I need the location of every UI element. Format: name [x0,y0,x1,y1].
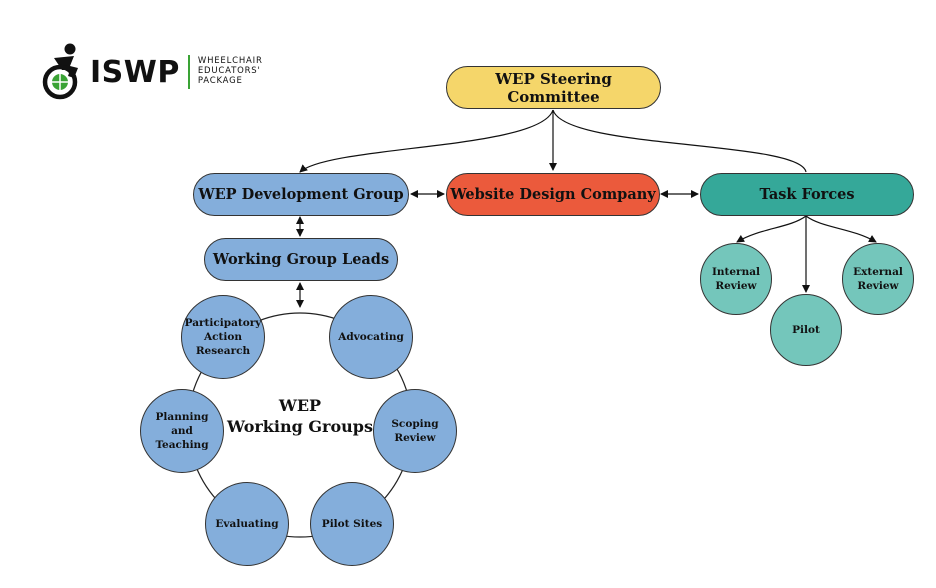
external-review-node: External Review [842,243,914,315]
task-forces-node: Task Forces [700,173,914,216]
scoping-review-node: Scoping Review [373,389,457,473]
steering-committee-node: WEP Steering Committee [446,66,661,109]
working-groups-center-label: WEP Working Groups [227,396,373,436]
logo-wordmark: ISWP [90,54,180,90]
advocating-node: Advocating [329,295,413,379]
internal-review-node: Internal Review [700,243,772,315]
logo-tagline: WHEELCHAIR EDUCATORS' PACKAGE [197,56,263,86]
evaluating-node: Evaluating [205,482,289,566]
website-company-node: Website Design Company [446,173,660,216]
steering-to-taskforces-line [552,109,807,173]
working-group-leads-node: Working Group Leads [204,238,398,281]
steering-to-development-arrow [299,109,554,173]
iswp-logo: ISWP WHEELCHAIR EDUCATORS' PACKAGE [40,42,263,102]
taskforces-to-external-arrow [805,215,877,243]
pilot-node: Pilot [770,294,842,366]
planning-and-teaching-node: Planning and Teaching [140,389,224,473]
logo-divider [187,55,190,89]
participatory-action-research-node: Participatory Action Research [181,295,265,379]
wheelchair-icon [42,43,78,100]
development-group-node: WEP Development Group [193,173,409,216]
taskforces-to-internal-arrow [736,215,807,243]
pilot-sites-node: Pilot Sites [310,482,394,566]
